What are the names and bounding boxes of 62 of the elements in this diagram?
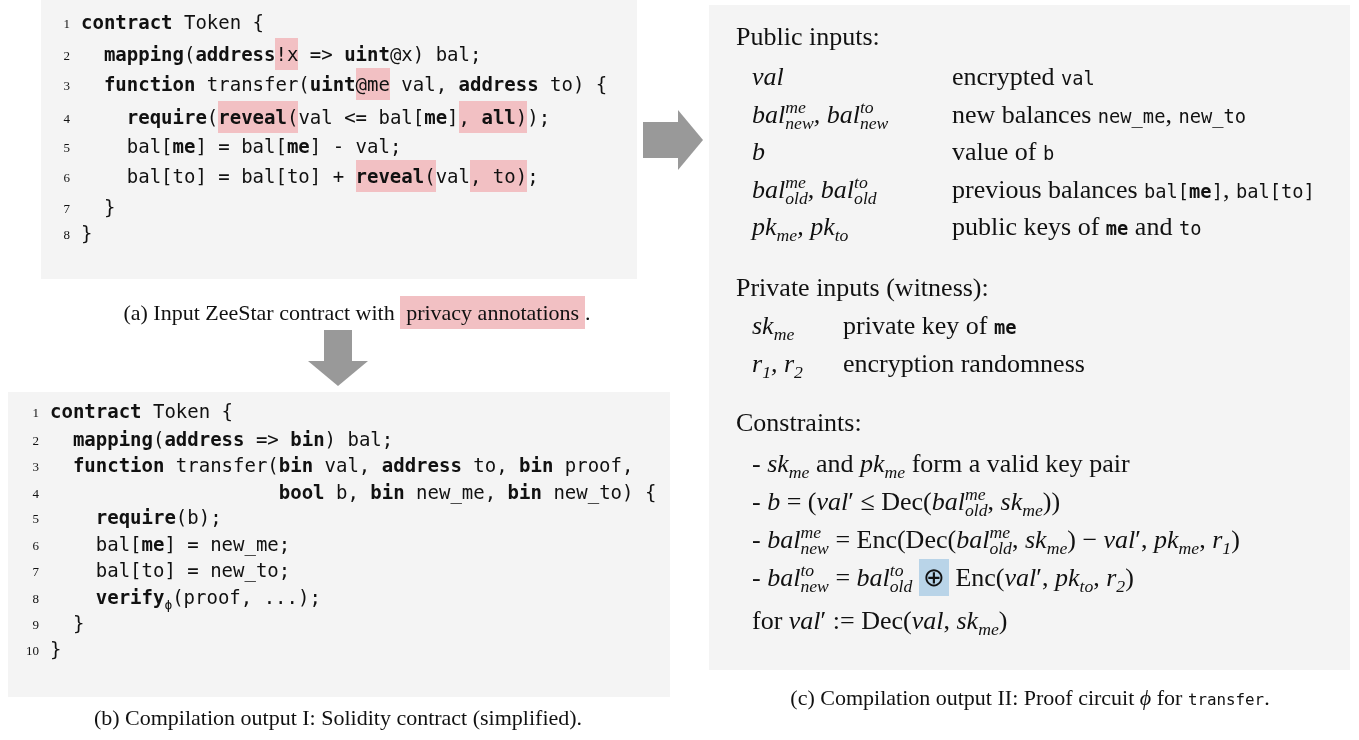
code-line: bal[to] = bal[to] + reveal(val, to); [126,163,539,189]
code-line: } [81,221,93,246]
constraint-formula: - bal$^{me}$$_{new}$ = Enc(Dec(bal$^{me}$$_{old}$, sk$_{me}$) − val′, pk$_{me}$, r$_{1}$) [752,525,1240,555]
code-line: require(reveal(val <= bal[me], all)); [126,104,551,130]
section-heading: Constraints: [736,408,862,438]
line-number: 4 [62,110,70,128]
math-expression: sk$_{me}$ [752,311,795,341]
figure-caption: (b) Compilation output I: Solidity contract (simplified). [93,704,583,732]
section-heading: Private inputs (witness): [736,273,989,303]
line-number: 3 [31,458,39,476]
code-line: } [103,195,116,220]
code-line: function transfer(uint@me val, address to) { [103,71,608,97]
line-number: 7 [62,200,70,218]
description: new balances new_me, new_to [952,100,1246,131]
code-panel [41,0,637,279]
code-line: bal[to] = new_to; [95,558,291,583]
block-arrow [308,330,368,386]
line-number: 5 [31,510,39,528]
line-number: 6 [31,537,39,555]
line-number: 2 [62,47,70,65]
code-line: mapping(address => bin) bal; [72,427,394,452]
constraint-formula: - b = (val′ ≤ Dec(bal$^{me}$$_{old}$, sk$_{me}$)) [752,487,1061,517]
line-number: 3 [62,77,70,95]
description: encryption randomness [843,349,1085,379]
code-line: bool b, bin new_me, bin new_to) { [278,480,657,505]
line-number: 5 [62,139,70,157]
code-line: mapping(address!x => uint@x) bal; [103,41,482,67]
line-number: 10 [25,642,39,660]
line-number: 2 [31,432,39,450]
line-number: 6 [62,169,70,187]
line-number: 4 [31,485,39,503]
description: encrypted val [952,62,1095,93]
figure-caption: (c) Compilation output II: Proof circuit ϕ for transfer. [790,684,1270,712]
code-line: contract Token { [50,399,234,424]
constraint-formula: for val′ := Dec(val, sk$_{me}$) [752,606,1008,636]
line-number: 7 [31,563,39,581]
code-line: } [72,611,85,636]
proof-circuit-panel [709,5,1350,670]
constraint-formula: - sk$_{me}$ and pk$_{me}$ form a valid key pair [752,449,1130,479]
line-number: 8 [31,590,39,608]
code-line: function transfer(bin val, address to, bin proof, [72,453,634,478]
description: public keys of me and to [952,212,1202,243]
line-number: 1 [62,15,70,33]
code-line: contract Token { [81,10,265,35]
math-expression: r$_{1}$, r$_{2}$ [752,349,803,379]
line-number: 1 [31,404,39,422]
code-line: } [50,637,62,662]
math-expression: pk$_{me}$, pk$_{to}$ [752,212,849,242]
math-expression: b [752,137,765,167]
code-line: bal[me] = bal[me] - val; [126,134,402,159]
description: private key of me [843,311,1017,342]
figure-caption: (a) Input ZeeStar contract with privacy annotations. [123,299,591,327]
code-line: require(b); [95,505,222,530]
section-heading: Public inputs: [736,22,880,52]
math-expression: val [752,62,784,92]
block-arrow [643,110,703,170]
line-number: 8 [62,226,70,244]
description: value of b [952,137,1055,168]
line-number: 9 [31,616,39,634]
description: previous balances bal[me], bal[to] [952,175,1315,206]
code-line: verify$_{ϕ}$(proof, ...); [95,585,321,610]
code-line: bal[me] = new_me; [95,532,291,557]
